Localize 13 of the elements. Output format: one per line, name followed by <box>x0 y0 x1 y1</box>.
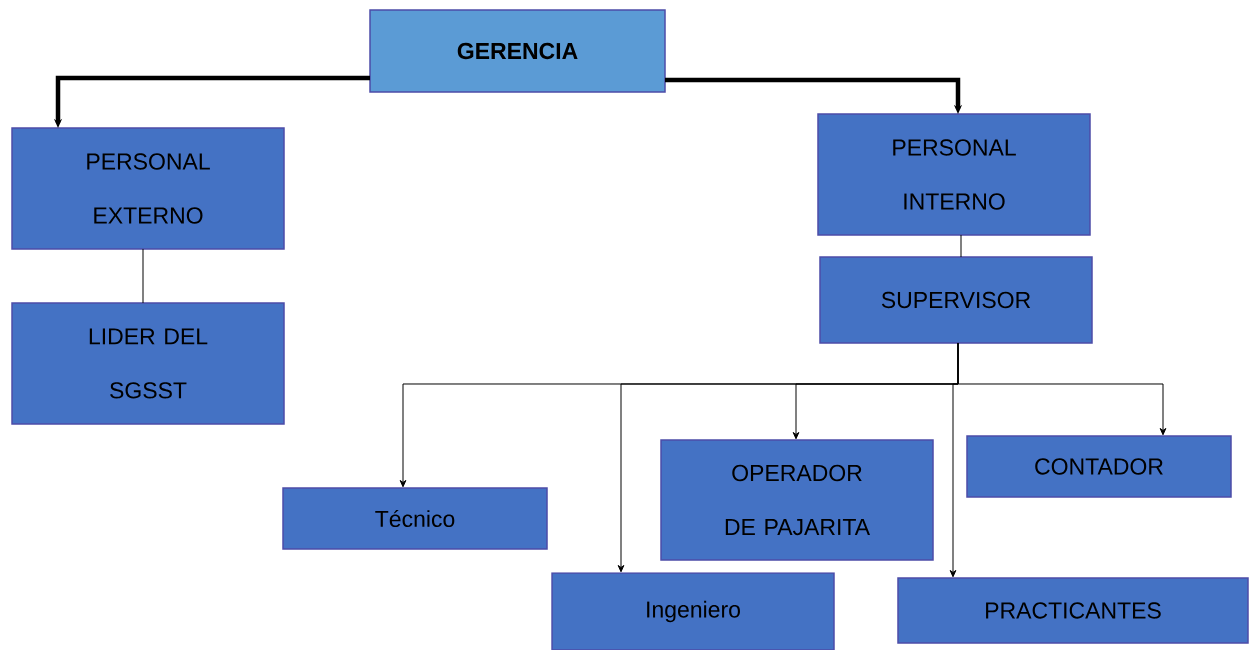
org-box: GERENCIA <box>369 9 666 93</box>
org-box: PERSONAL EXTERNO <box>11 127 285 250</box>
org-box: PRACTICANTES <box>897 577 1249 644</box>
org-box: PERSONAL INTERNO <box>817 113 1091 236</box>
org-box: SUPERVISOR <box>819 256 1093 344</box>
org-box: OPERADOR DE PAJARITA <box>660 439 934 561</box>
org-box: LIDER DEL SGSST <box>11 302 285 425</box>
connector-line <box>960 234 962 258</box>
org-box: Ingeniero <box>551 572 835 650</box>
org-box: Técnico <box>282 487 548 550</box>
connector-line <box>142 248 144 304</box>
org-box: CONTADOR <box>966 435 1232 498</box>
arrow <box>957 342 1167 436</box>
